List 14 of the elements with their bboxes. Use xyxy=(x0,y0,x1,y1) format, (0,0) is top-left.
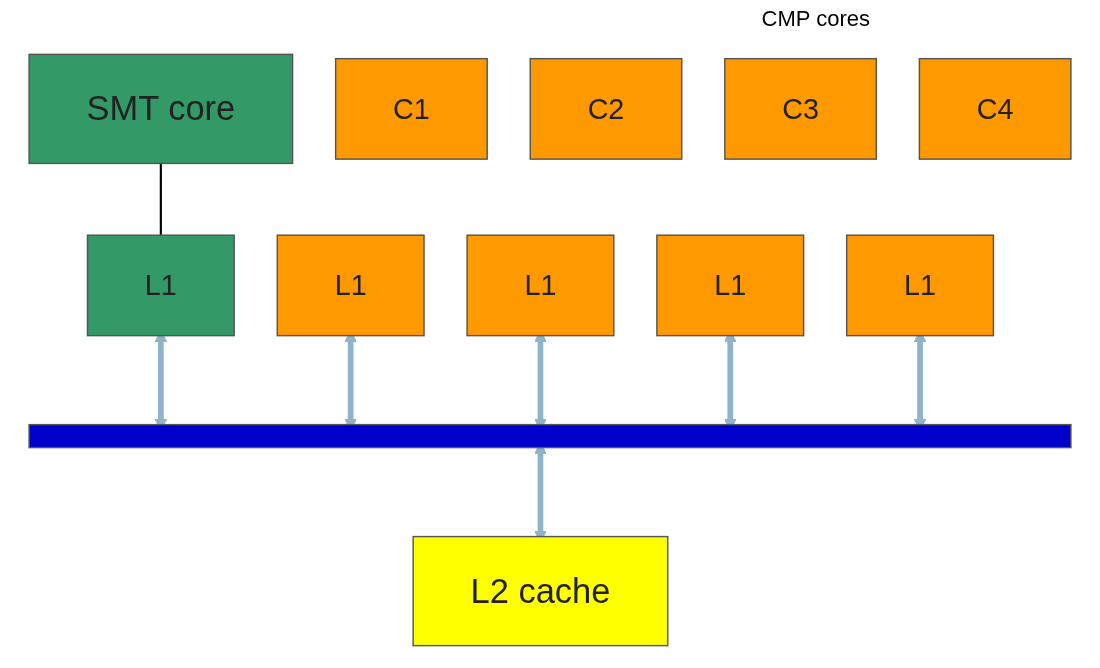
block-box: L1 xyxy=(466,234,615,337)
block-box: L1 xyxy=(276,234,425,337)
block-box: C1 xyxy=(334,57,488,160)
block-box: C2 xyxy=(529,57,683,160)
block-box: L1 xyxy=(845,234,995,337)
block-box: L1 xyxy=(656,234,805,337)
block-box: C3 xyxy=(724,57,878,160)
block-box: L1 xyxy=(86,234,235,337)
block-box: SMT core xyxy=(28,53,294,165)
block-box: L2 cache xyxy=(412,535,669,647)
connector-line xyxy=(159,163,162,236)
bus-bar xyxy=(28,423,1072,449)
block-box: C4 xyxy=(918,57,1072,160)
heading-label: CMP cores xyxy=(761,6,870,32)
